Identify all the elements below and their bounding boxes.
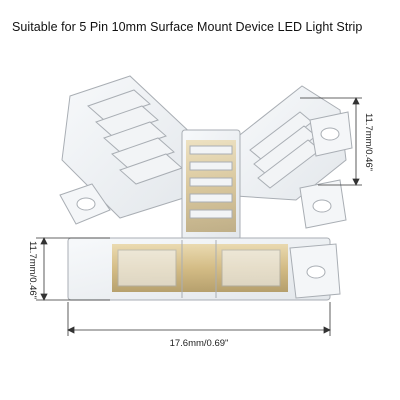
product-title: Suitable for 5 Pin 10mm Surface Mount De… (12, 20, 363, 34)
dimension-right-height (300, 97, 362, 186)
left-height-label: 11.7mm/0.46" (27, 241, 38, 299)
bottom-base (67, 237, 341, 301)
center-block (181, 129, 241, 241)
connector-image (59, 75, 353, 301)
left-arm (59, 75, 197, 225)
width-label: 17.6mm/0.69" (170, 338, 229, 349)
right-arm (235, 85, 353, 229)
dimension-width (67, 302, 331, 336)
dimension-left-height (36, 237, 110, 301)
right-height-label: 11.7mm/0.46" (363, 113, 374, 171)
